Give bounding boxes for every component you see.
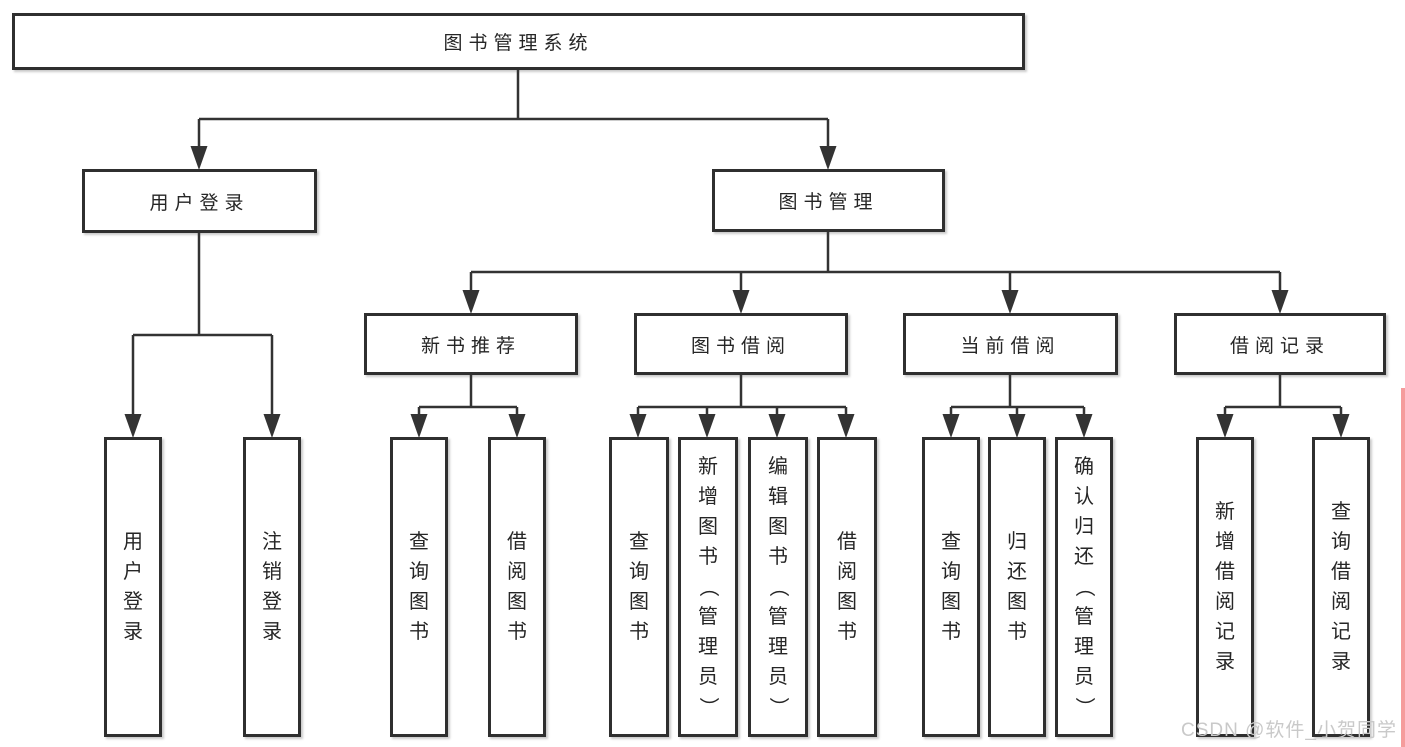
node-leaf-recommend-borrow-book: 借阅图书 [488, 437, 546, 737]
node-leaf-current-return-book: 归还图书 [988, 437, 1046, 737]
node-leaf-borrow-edit-book-admin: 编辑图书（管理员） [748, 437, 808, 737]
node-leaf-recommend-query-book: 查询图书 [390, 437, 448, 737]
node-leaf-record-add: 新增借阅记录 [1196, 437, 1254, 737]
node-current-borrow: 当前借阅 [903, 313, 1118, 375]
node-leaf-user-login: 用户登录 [104, 437, 162, 737]
watermark-pink-strip [1401, 388, 1405, 747]
node-leaf-borrow-borrow-book: 借阅图书 [817, 437, 877, 737]
node-leaf-record-query: 查询借阅记录 [1312, 437, 1370, 737]
node-leaf-borrow-add-book-admin: 新增图书（管理员） [678, 437, 738, 737]
node-leaf-current-confirm-return-admin: 确认归还（管理员） [1055, 437, 1113, 737]
node-leaf-logout: 注销登录 [243, 437, 301, 737]
node-leaf-current-query-book: 查询图书 [922, 437, 980, 737]
node-new-book-recommend: 新书推荐 [364, 313, 578, 375]
node-borrow-records: 借阅记录 [1174, 313, 1386, 375]
csdn-watermark: CSDN @软件_小贺同学 [1181, 720, 1397, 741]
node-user-login: 用户登录 [82, 169, 317, 233]
node-library-management-system: 图书管理系统 [12, 13, 1025, 70]
node-leaf-borrow-query-book: 查询图书 [609, 437, 669, 737]
node-book-management: 图书管理 [712, 169, 945, 232]
node-book-borrow: 图书借阅 [634, 313, 848, 375]
